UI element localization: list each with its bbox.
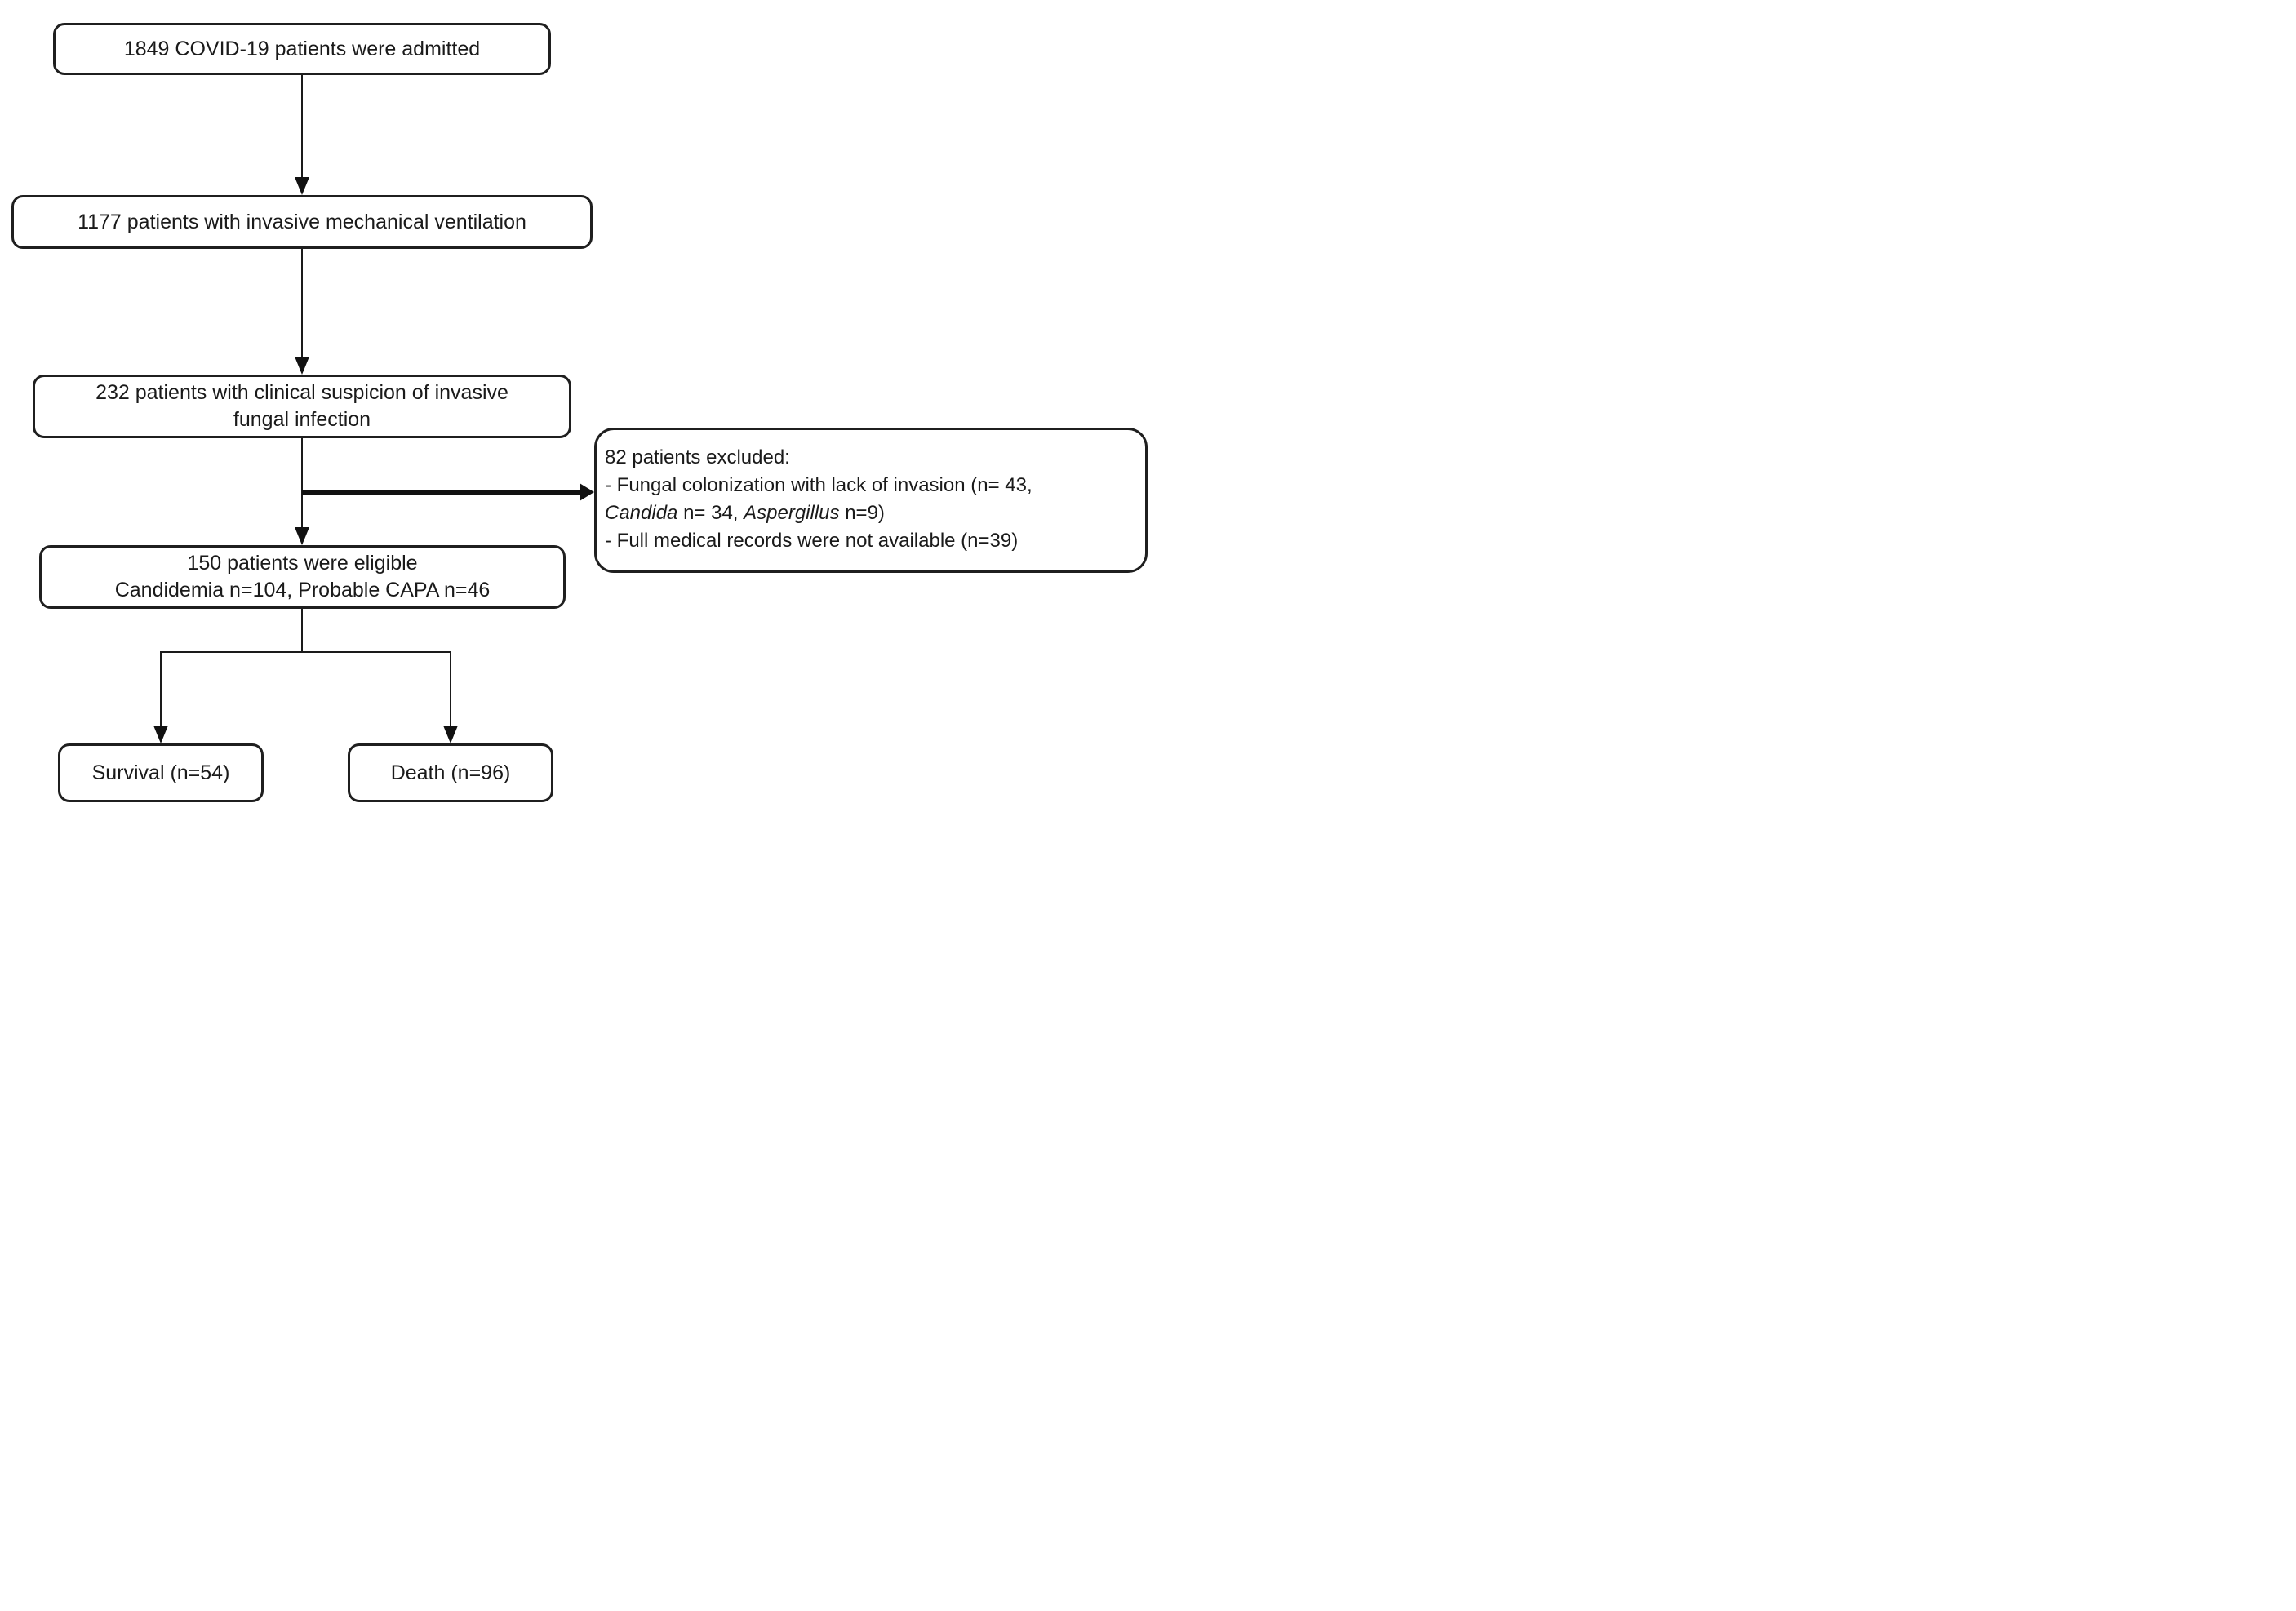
arrowhead-down-icon: [295, 177, 309, 195]
flow-box-suspicion-line1: 232 patients with clinical suspicion of …: [95, 381, 508, 404]
arrowhead-down-icon: [295, 527, 309, 545]
genus-aspergillus-label: Aspergillus: [744, 502, 840, 524]
genus-candida-label: Candida: [605, 502, 678, 524]
arrowhead-down-icon: [153, 726, 168, 743]
flow-box-eligible-line1: 150 patients were eligible: [187, 552, 418, 575]
flowchart-canvas: 1849 COVID-19 patients were admitted 117…: [0, 0, 1148, 806]
arrowhead-right-icon: [580, 483, 594, 501]
connector-suspicion-to-excluded: [302, 490, 581, 495]
arrowhead-down-icon: [295, 357, 309, 375]
connector-eligible-stem: [301, 609, 303, 652]
flow-box-suspicion: 232 patients with clinical suspicion of …: [33, 375, 571, 438]
excluded-line3-text2: n=9): [839, 502, 885, 524]
flow-box-death: Death (n=96): [348, 743, 553, 802]
flow-box-excluded-line2: - Fungal colonization with lack of invas…: [605, 474, 1033, 496]
flow-box-excluded: 82 patients excluded: - Fungal colonizat…: [594, 428, 1148, 573]
flow-box-ventilation: 1177 patients with invasive mechanical v…: [11, 195, 593, 249]
connector-ventilation-to-suspicion: [301, 249, 303, 358]
connector-admitted-to-ventilation: [301, 75, 303, 179]
flow-box-death-label: Death (n=96): [390, 761, 511, 784]
flow-box-ventilation-label: 1177 patients with invasive mechanical v…: [78, 210, 526, 233]
arrowhead-down-icon: [443, 726, 458, 743]
connector-branch-horizontal: [160, 651, 451, 653]
flow-box-excluded-line3: Candida n= 34, Aspergillus n=9): [605, 499, 885, 527]
connector-branch-to-death: [450, 651, 451, 726]
excluded-line3-text1: n= 34,: [677, 502, 744, 524]
flow-box-suspicion-line2: fungal infection: [233, 408, 371, 431]
flow-box-eligible: 150 patients were eligible Candidemia n=…: [39, 545, 566, 609]
flow-box-excluded-line4: - Full medical records were not availabl…: [605, 530, 1019, 552]
flow-box-excluded-line1: 82 patients excluded:: [605, 446, 790, 468]
flow-box-admitted: 1849 COVID-19 patients were admitted: [53, 23, 551, 75]
flow-box-survival: Survival (n=54): [58, 743, 264, 802]
connector-branch-to-survival: [160, 651, 162, 726]
flow-box-admitted-label: 1849 COVID-19 patients were admitted: [123, 37, 481, 60]
connector-suspicion-to-eligible: [301, 438, 303, 530]
flow-box-survival-label: Survival (n=54): [91, 761, 230, 784]
flow-box-eligible-line2: Candidemia n=104, Probable CAPA n=46: [114, 579, 491, 601]
